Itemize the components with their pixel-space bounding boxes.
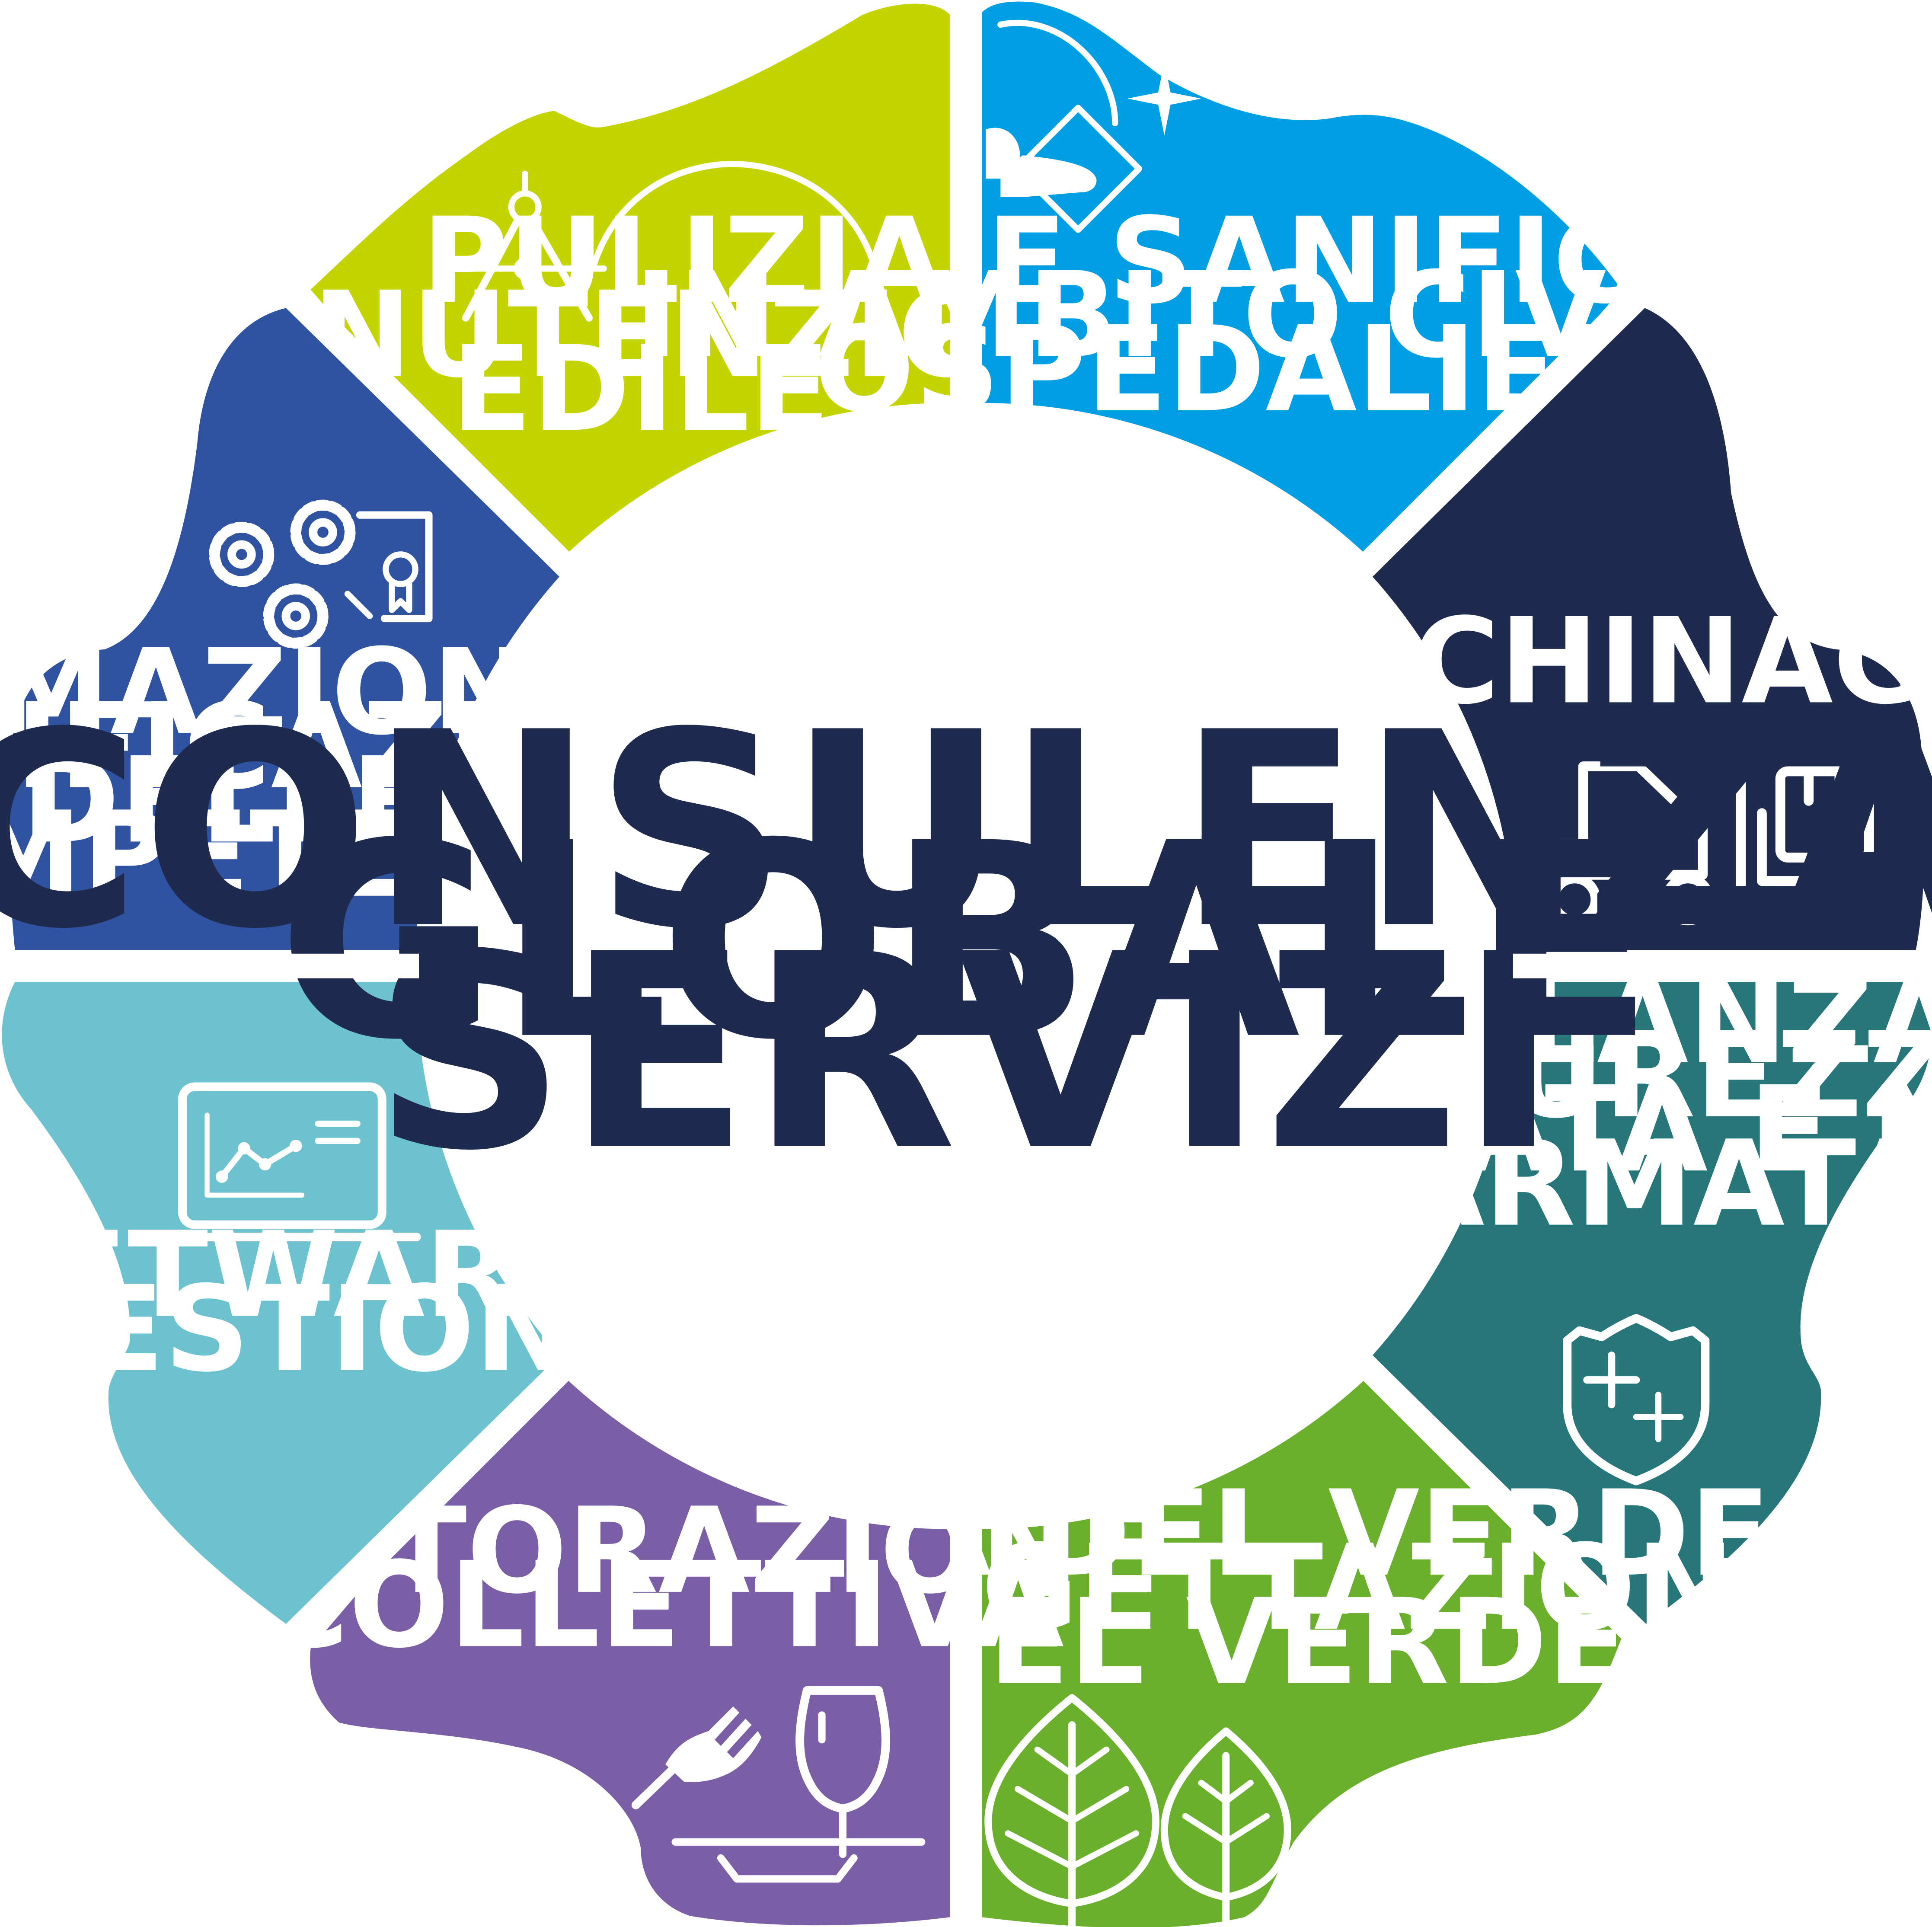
segment-verde-shape <box>982 1365 1622 1927</box>
fork-glass-icon <box>631 1686 926 1883</box>
segment-facchinaggio-shape <box>1372 308 1925 950</box>
segment-formazione-shape <box>8 308 560 950</box>
segment-manutenzione-shape <box>310 3 950 568</box>
trees-icon <box>984 1694 1291 1927</box>
segment-software: SOFTWARE DIGESTIONE <box>0 982 780 1624</box>
compass-arc-icon <box>448 160 884 322</box>
inner-ring <box>419 419 1513 1513</box>
segment-label-line: DEL VERDE <box>890 1573 1628 1711</box>
segment-vigilanza: VIGILANZA ESICUREZZAARMATA E NONARMATA <box>1162 952 1932 1624</box>
hand-sanitize-icon <box>986 19 1201 233</box>
segment-ristorazione-shape <box>310 1365 950 1926</box>
center-title-line: GLOBALE <box>277 786 1654 1099</box>
center-title: CONSULENZAGLOBALESERVIZI <box>0 674 1932 1209</box>
shield-icon <box>1563 1314 1710 1486</box>
segment-label-line: IN AMBITO CIVILE E <box>634 246 1929 384</box>
segment-label-line: DELLE <box>22 732 432 869</box>
gears-certificate-icon <box>209 499 433 649</box>
center-gear-shape <box>499 499 1433 1433</box>
laptop-chart-icon <box>144 1082 421 1242</box>
center-gear: CONSULENZAGLOBALESERVIZI <box>0 499 1932 1433</box>
segment-vigilanza-shape <box>1372 982 1932 1624</box>
segment-label-line: PULIZIA E SANIFICAZIONE <box>422 192 1932 330</box>
segment-software-shape <box>2 982 560 1624</box>
center-title-line: SERVIZI <box>373 896 1559 1209</box>
segment-ristorazione: RISTORAZIONECOLLETTIVA <box>166 1365 1160 1926</box>
segment-label-line: COLLETTIVA <box>262 1536 1065 1674</box>
center-title-line: CONSULENZA <box>0 674 1932 987</box>
segment-pulizia-shape <box>982 1 1622 568</box>
segment-label-line: EDILE <box>451 320 830 458</box>
forklift-icon <box>1541 740 1874 926</box>
